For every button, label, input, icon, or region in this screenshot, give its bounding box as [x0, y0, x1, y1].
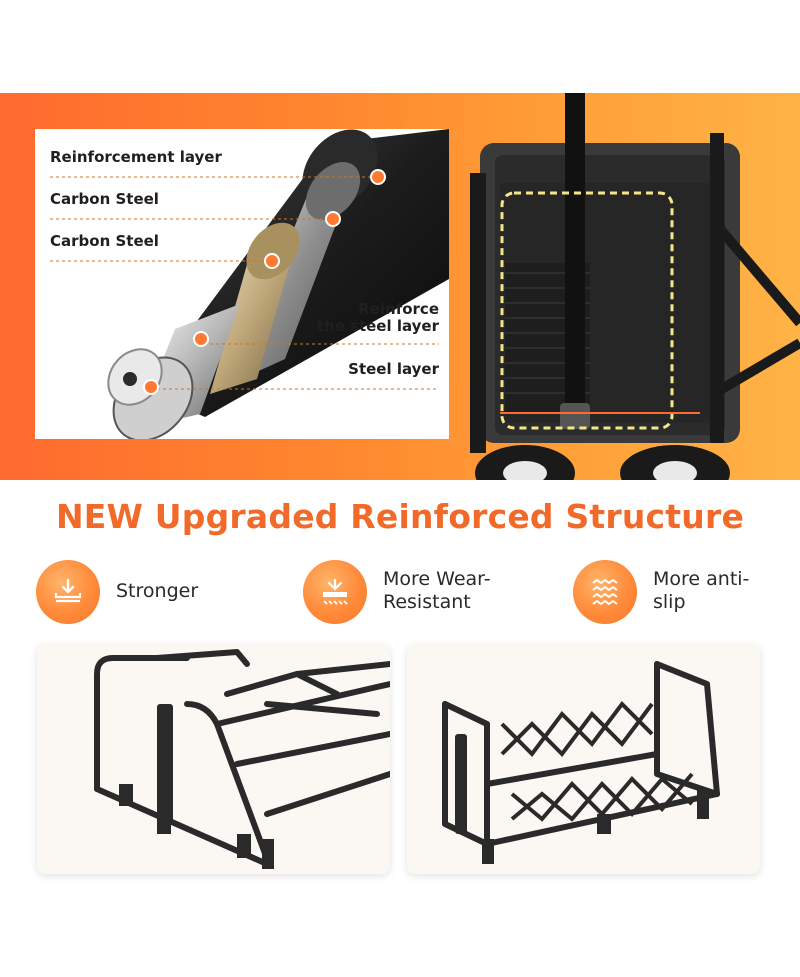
feature-line1: More anti-	[653, 568, 750, 590]
wagon-frame-front-icon	[94, 649, 390, 869]
feature-icon-circle	[303, 560, 367, 624]
feature-stronger: Stronger	[36, 560, 266, 626]
wagon-cart-photo	[470, 93, 800, 480]
steel-tube-layers-illustration	[50, 129, 449, 439]
feature-wear-resistant: More Wear- Resistant	[303, 560, 533, 626]
feature-line1: More Wear-	[383, 568, 491, 590]
layer-label-reinforce-line2: the steel layer	[316, 317, 439, 335]
frame-card-front	[37, 644, 390, 874]
layer-label-carbon-steel-2: Carbon Steel	[50, 232, 159, 250]
feature-line1: Stronger	[116, 580, 199, 602]
layer-label-steel: Steel layer	[348, 360, 439, 378]
feature-icon-circle	[573, 560, 637, 624]
feature-icon-circle	[36, 560, 100, 624]
layer-label-reinforce-line1: Reinforce	[358, 300, 439, 318]
layer-label-carbon-steel-1: Carbon Steel	[50, 190, 159, 208]
wagon-frame-folding-icon	[442, 661, 720, 864]
feature-anti-slip: More anti- slip	[573, 560, 793, 626]
layers-download-icon	[54, 578, 82, 603]
frame-card-folding	[407, 644, 760, 874]
feature-text: More Wear- Resistant	[383, 568, 491, 614]
abrasion-surface-icon	[323, 578, 348, 605]
layer-label-reinforcement: Reinforcement layer	[50, 148, 222, 166]
feature-text: More anti- slip	[653, 568, 749, 614]
hero-banner: Reinforcement layer Carbon Steel Carbon …	[0, 93, 800, 480]
headline: NEW Upgraded Reinforced Structure	[55, 497, 745, 536]
zigzag-grip-icon	[592, 579, 618, 605]
layer-label-reinforce-steel: Reinforce the steel layer	[317, 301, 439, 335]
feature-line2: slip	[653, 591, 686, 613]
feature-text: Stronger	[116, 580, 198, 603]
feature-line2: Resistant	[383, 591, 471, 613]
tube-cross-section-panel: Reinforcement layer Carbon Steel Carbon …	[35, 129, 449, 439]
